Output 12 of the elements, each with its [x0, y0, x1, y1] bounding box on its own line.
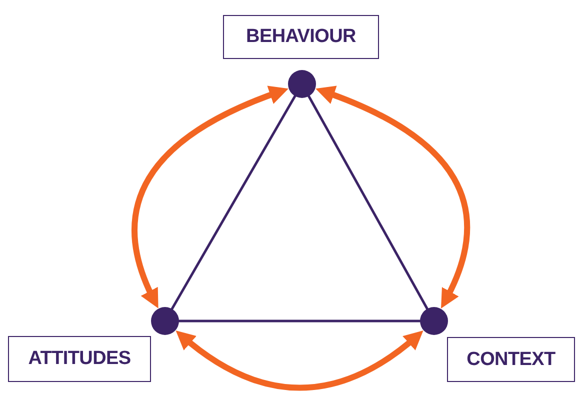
double-headed-arrow	[176, 330, 424, 391]
vertex-dot	[151, 307, 179, 335]
label-box: BEHAVIOUR	[223, 15, 379, 59]
double-headed-arrow	[132, 86, 288, 309]
vertex-dot	[420, 307, 448, 335]
vertex-dot	[288, 70, 316, 98]
connector-line	[170, 94, 296, 310]
connector-line	[178, 320, 422, 322]
label-box: ATTITUDES	[8, 336, 151, 382]
double-headed-arrow	[316, 86, 470, 309]
label-box: CONTEXT	[447, 337, 575, 382]
connector-line	[308, 94, 428, 310]
